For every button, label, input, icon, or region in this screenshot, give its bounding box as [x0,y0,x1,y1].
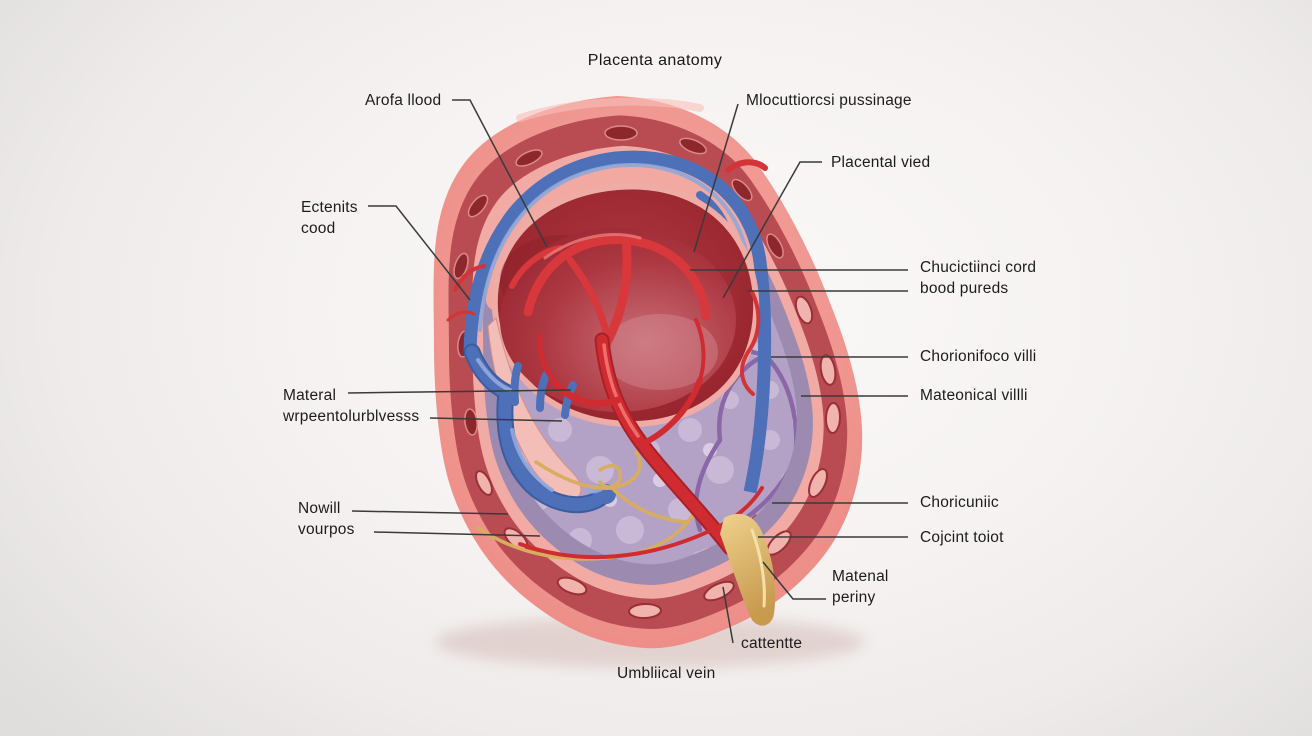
diagram-title: Placenta anatomy [587,52,723,69]
label-text: cattentte [741,635,803,652]
label-text: Arofa llood [365,92,442,109]
label-matenal-periny: Matenal periny [832,567,889,608]
label-text: Chucictiinci cord [920,259,1037,276]
label-text: Placental vied [831,154,931,171]
label-text: Choricuniic [920,494,999,511]
label-text: wrpeentolurblvesss [283,407,420,425]
label-text: cood [301,219,336,237]
label-ectenits-cood: Ectenits cood [301,198,358,239]
label-text: Cojcint toiot [920,529,1004,546]
label-cattentte: cattentte [741,634,802,655]
label-text: bood pureds [920,279,1009,297]
label-text: Chorionifoco villi [920,348,1037,365]
label-chorionifoco-villi: Chorionifoco villi [920,347,1036,368]
label-text: Nowill [298,500,341,517]
label-text: Matenal [832,568,889,585]
label-text: periny [832,588,876,606]
label-nowill-vourpos: Nowill vourpos [298,499,355,540]
label-umbliical-vein: Umbliical vein [617,664,715,685]
label-cojcint-toiot: Cojcint toiot [920,528,1004,549]
label-text: Mlocuttiorcsi pussinage [746,92,912,109]
label-placental-vied: Placental vied [831,153,930,174]
label-text: Mateonical villli [920,387,1028,404]
label-text: Ectenits [301,199,358,216]
label-text: vourpos [298,520,355,538]
label-mlocuttiorcsi-pussinage: Mlocuttiorcsi pussinage [746,91,912,112]
label-choricuniic: Choricuniic [920,493,999,514]
label-materal-wrpeentolurblvesss: Materal wrpeentolurblvesss [283,386,419,427]
label-arofa-llood: Arofa llood [365,91,441,112]
label-chucictiinci-cord-bood-pureds: Chucictiinci cord bood pureds [920,258,1036,299]
label-text: Materal [283,387,337,404]
label-text: Umbliical vein [617,665,716,682]
label-mateonical-villli: Mateonical villli [920,386,1028,407]
